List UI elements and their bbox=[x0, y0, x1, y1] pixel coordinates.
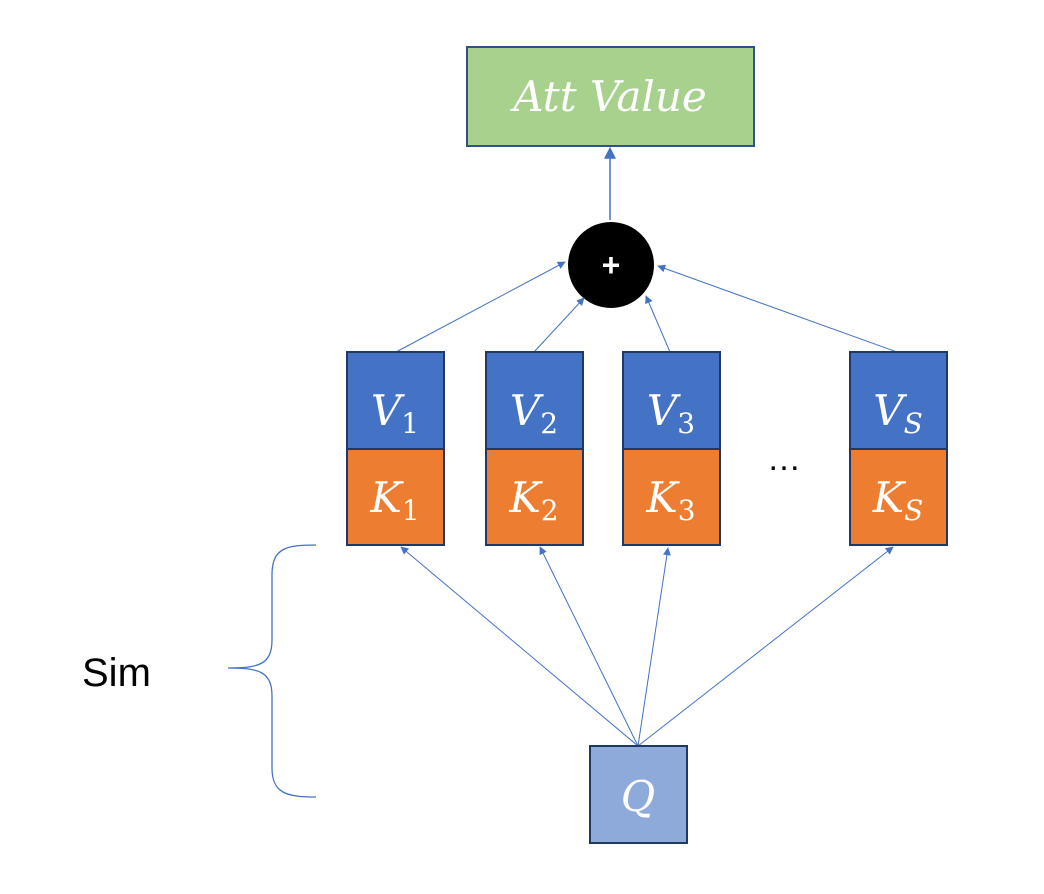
curly-brace bbox=[227, 544, 317, 798]
key-box-s bbox=[849, 448, 948, 546]
value-box-s bbox=[849, 351, 948, 450]
v1-to-sum-arrow bbox=[395, 261, 566, 353]
query-box bbox=[589, 745, 688, 844]
plus-icon: + bbox=[602, 247, 621, 283]
q-to-k1-arrow bbox=[400, 546, 639, 747]
v2-to-sum-arrow bbox=[533, 297, 585, 353]
att-value-label: Att Value bbox=[509, 72, 707, 121]
q-to-ks-arrow bbox=[637, 546, 894, 747]
sum-node bbox=[568, 222, 654, 308]
value-label-1: V1 bbox=[371, 386, 419, 440]
key-label-2: K2 bbox=[508, 473, 558, 527]
key-box-1 bbox=[346, 448, 445, 546]
vs-to-sum-arrow bbox=[657, 264, 898, 353]
key-label-3: K3 bbox=[645, 473, 695, 527]
key-box-3 bbox=[622, 448, 721, 546]
q-to-k3-arrow bbox=[637, 547, 671, 747]
ellipsis: … bbox=[767, 440, 801, 478]
key-label-s: KS bbox=[872, 473, 924, 527]
value-box-3 bbox=[622, 351, 721, 450]
value-label-2: V2 bbox=[510, 386, 558, 440]
q-to-k2-arrow bbox=[539, 546, 639, 747]
query-label: Q bbox=[621, 772, 655, 821]
value-label-3: V3 bbox=[647, 386, 695, 440]
value-label-s: VS bbox=[873, 386, 923, 440]
key-box-2 bbox=[485, 448, 584, 546]
att-value-box bbox=[466, 46, 755, 147]
value-box-2 bbox=[485, 351, 584, 450]
key-label-1: K1 bbox=[369, 473, 419, 527]
v3-to-sum-arrow bbox=[645, 295, 671, 353]
sim-label: Sim bbox=[82, 651, 151, 695]
